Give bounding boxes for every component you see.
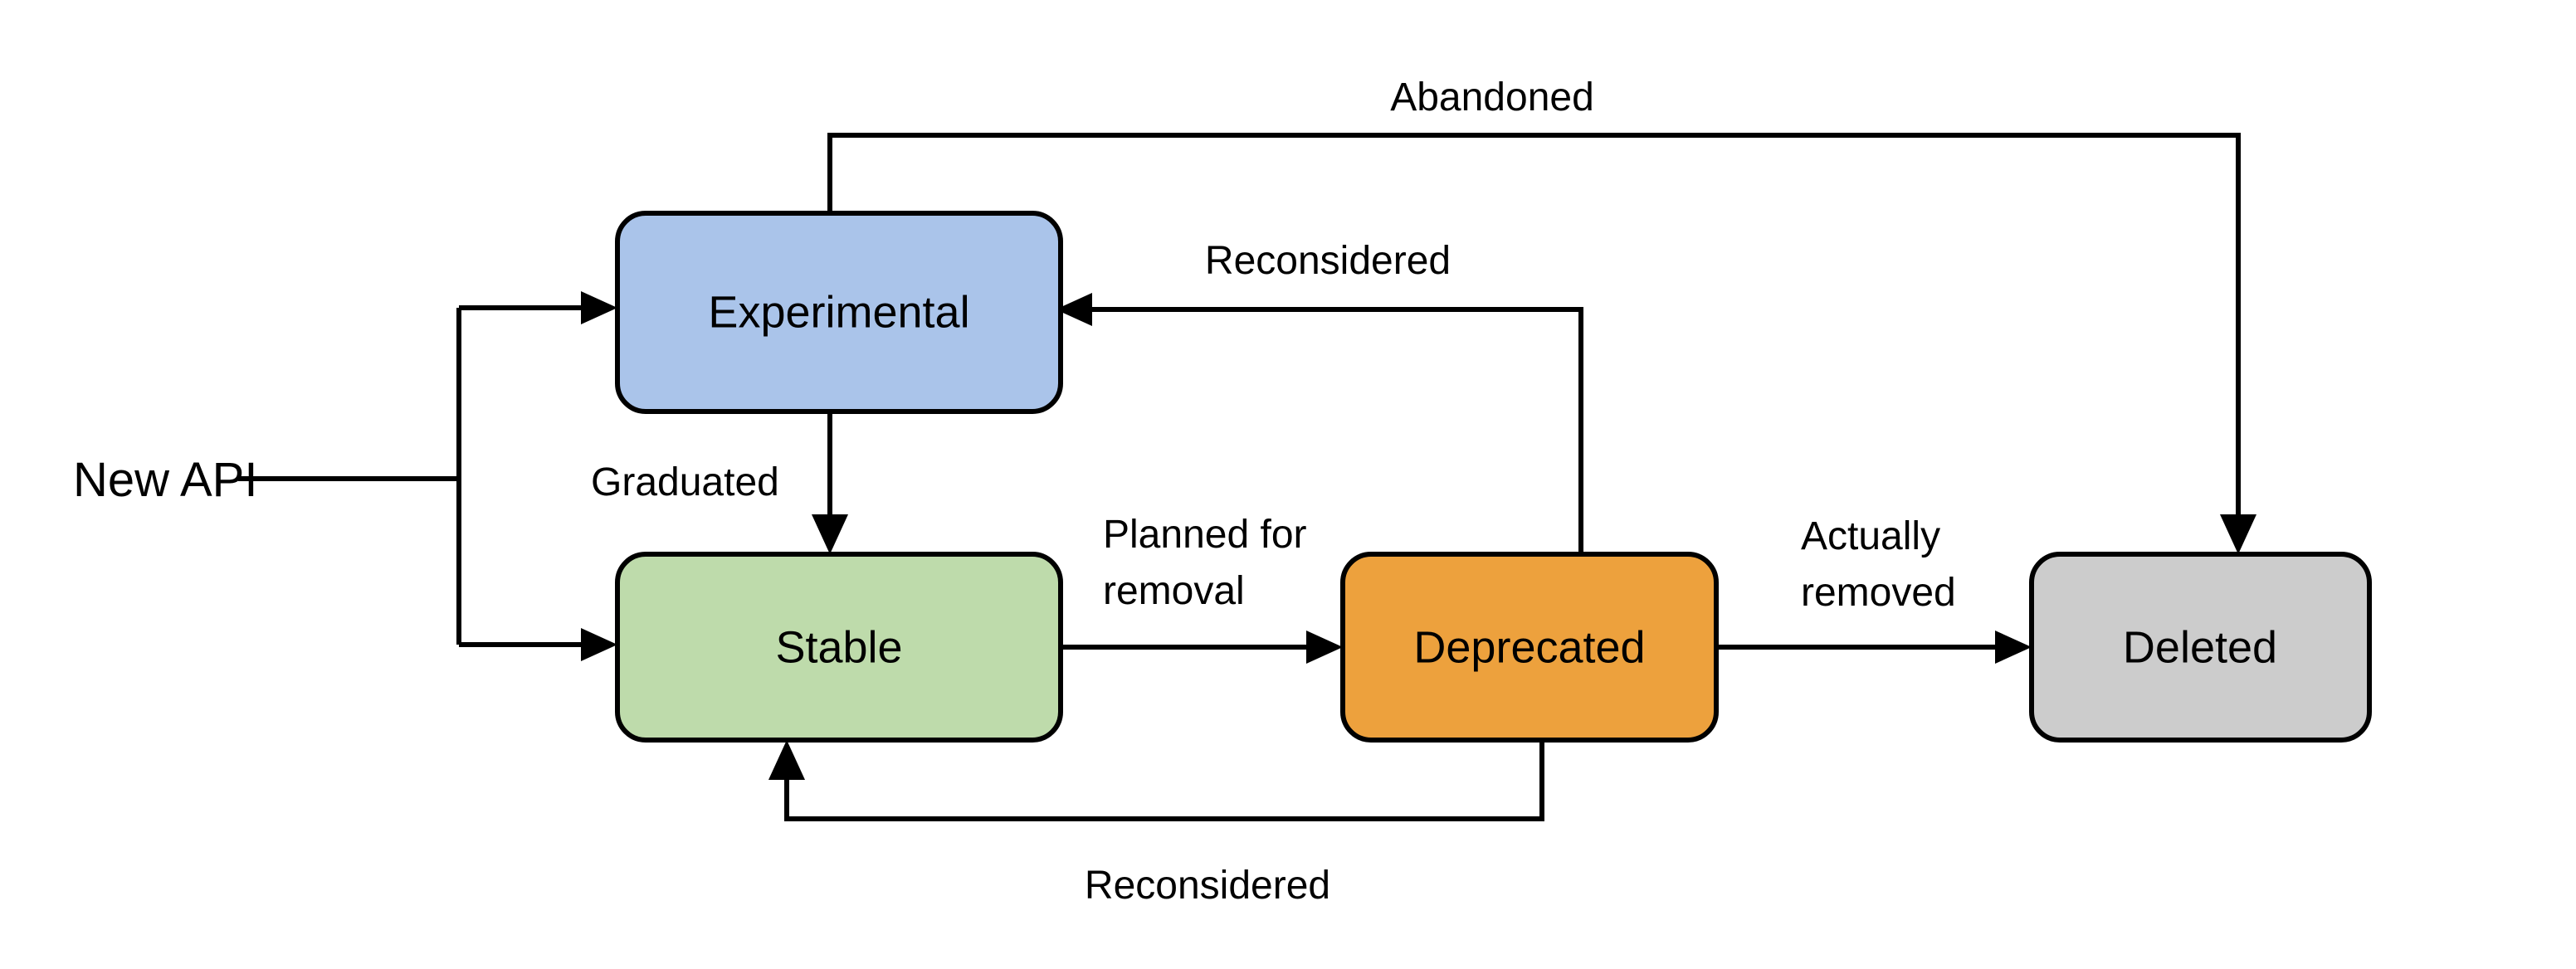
node-deleted[interactable]: Deleted [2029, 552, 2372, 743]
deprecated-box[interactable] [1340, 552, 1719, 743]
edge-reconsidered-top[interactable] [1056, 293, 1583, 552]
node-experimental[interactable]: Experimental [615, 211, 1063, 414]
edge-planned-for-removal[interactable] [1061, 631, 1343, 664]
reconsidered-bottom-edge-label: Reconsidered [1085, 864, 1330, 908]
reconsidered-bottom-line [784, 741, 1544, 821]
edge-reconsidered-bottom[interactable] [768, 740, 1544, 821]
edge-new-api-to-experimental[interactable] [459, 291, 617, 324]
arrow-head-into-stable-left [581, 628, 617, 661]
stable-box[interactable] [615, 552, 1063, 743]
abandoned-line [827, 133, 2241, 528]
deleted-box[interactable] [2029, 552, 2372, 743]
arrow-head-into-experimental-left [581, 291, 617, 324]
actually-removed-edge-label-line2: removed [1801, 571, 1956, 615]
edge-new-api-trunk [238, 308, 461, 645]
arrow-head-into-deprecated-left [1306, 631, 1343, 664]
node-deprecated[interactable]: Deprecated [1340, 552, 1719, 743]
edge-actually-removed[interactable] [1716, 631, 2032, 664]
arrow-head-into-stable-top [812, 514, 848, 554]
experimental-label: Experimental [708, 287, 969, 337]
actually-removed-edge-label-line1: Actually [1801, 514, 1940, 558]
arrow-head-into-deleted-left [1995, 631, 2032, 664]
node-stable[interactable]: Stable [615, 552, 1063, 743]
arrow-head-into-experimental-right [1056, 293, 1092, 326]
planned-for-removal-edge-label-line1: Planned for [1103, 513, 1307, 557]
new-api-source-label: New API [73, 453, 257, 507]
planned-for-removal-edge-label-line2: removal [1103, 569, 1245, 613]
edge-abandoned[interactable] [827, 133, 2256, 554]
graduated-edge-label: Graduated [591, 460, 779, 504]
stable-label: Stable [775, 622, 902, 672]
deleted-label: Deleted [2123, 622, 2277, 672]
experimental-box[interactable] [615, 211, 1063, 414]
edge-graduated[interactable] [812, 411, 848, 554]
reconsidered-top-edge-label: Reconsidered [1205, 239, 1451, 283]
arrow-head-into-deleted-top [2220, 514, 2256, 554]
arrow-head-into-stable-bottom [768, 740, 805, 780]
edge-new-api-to-stable[interactable] [459, 628, 617, 661]
reconsidered-top-line [1079, 307, 1583, 552]
deprecated-label: Deprecated [1413, 622, 1645, 672]
abandoned-edge-label: Abandoned [1390, 75, 1594, 119]
